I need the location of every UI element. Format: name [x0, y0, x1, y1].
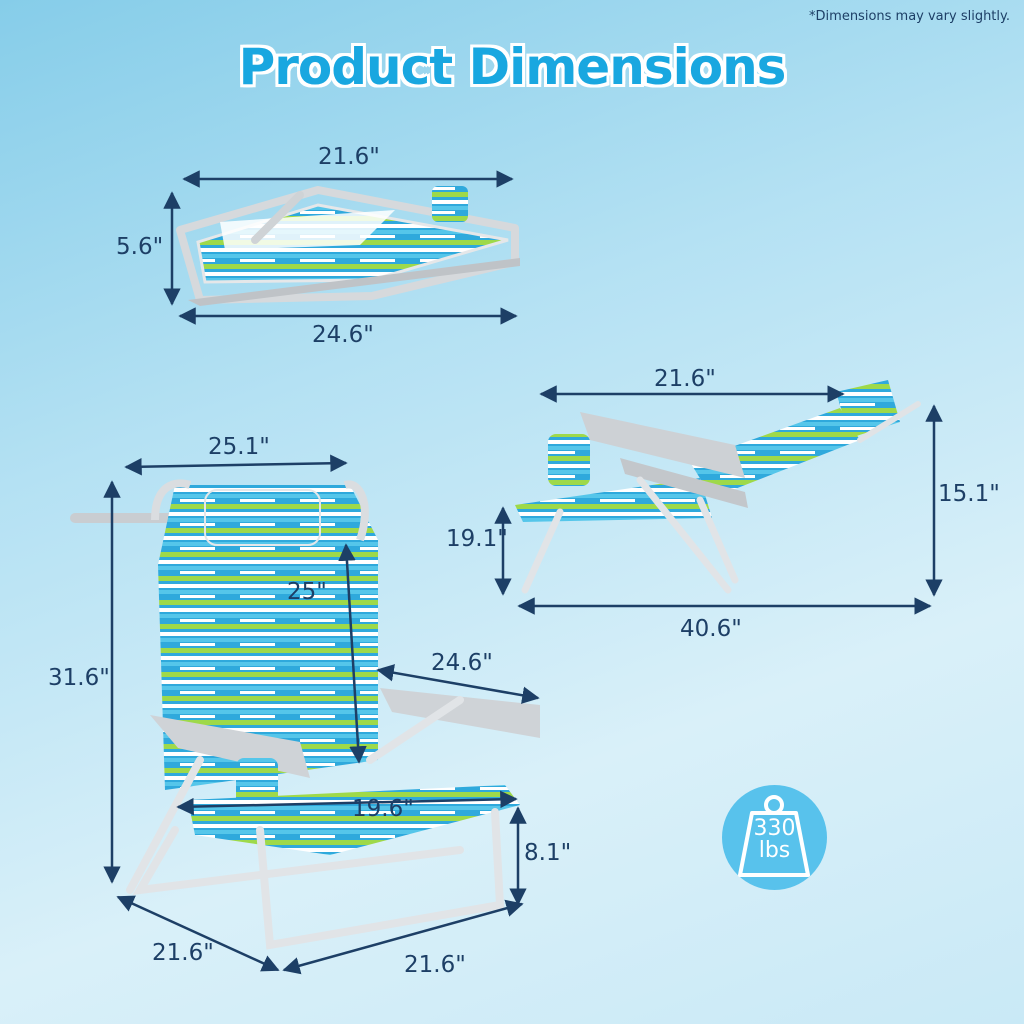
upright-back-height-line	[338, 543, 367, 764]
upright-total-height-label: 31.6"	[48, 665, 110, 691]
upright-chair	[70, 479, 540, 950]
folded-height-label: 5.6"	[116, 234, 164, 260]
upright-base-width-line	[282, 899, 524, 975]
upright-top-width-label: 25.1"	[208, 434, 270, 460]
reclined-length-label: 40.6"	[680, 616, 742, 642]
upright-seat-width-label: 19.6"	[352, 796, 414, 822]
reclined-chair	[515, 380, 921, 594]
capacity-unit: lbs	[758, 838, 791, 863]
weight-capacity-badge: 330 lbs	[722, 785, 827, 890]
reclined-total-height-label: 15.1"	[938, 481, 1000, 507]
upright-arm-depth-line	[376, 664, 540, 704]
upright-base-depth-label: 21.6"	[152, 940, 214, 966]
folded-chair	[176, 186, 520, 306]
reclined-width-label: 21.6"	[654, 366, 716, 392]
reclined-seat-height-label: 19.1"	[446, 526, 508, 552]
upright-base-width-label: 21.6"	[404, 952, 466, 978]
upright-base-depth-line	[116, 895, 280, 972]
capacity-value: 330	[753, 816, 796, 841]
upright-arm-depth-label: 24.6"	[431, 650, 493, 676]
folded-length-label: 24.6"	[312, 322, 374, 348]
page-title: Product Dimensions	[238, 38, 787, 96]
upright-top-width-line	[124, 454, 348, 476]
upright-seat-height-label: 8.1"	[524, 840, 572, 866]
disclaimer-note: *Dimensions may vary slightly.	[809, 9, 1010, 24]
upright-back-height-label: 25"	[287, 579, 327, 605]
upright-seat-width-line	[176, 790, 518, 816]
folded-top-width-label: 21.6"	[318, 144, 380, 170]
weight-icon	[738, 795, 810, 877]
